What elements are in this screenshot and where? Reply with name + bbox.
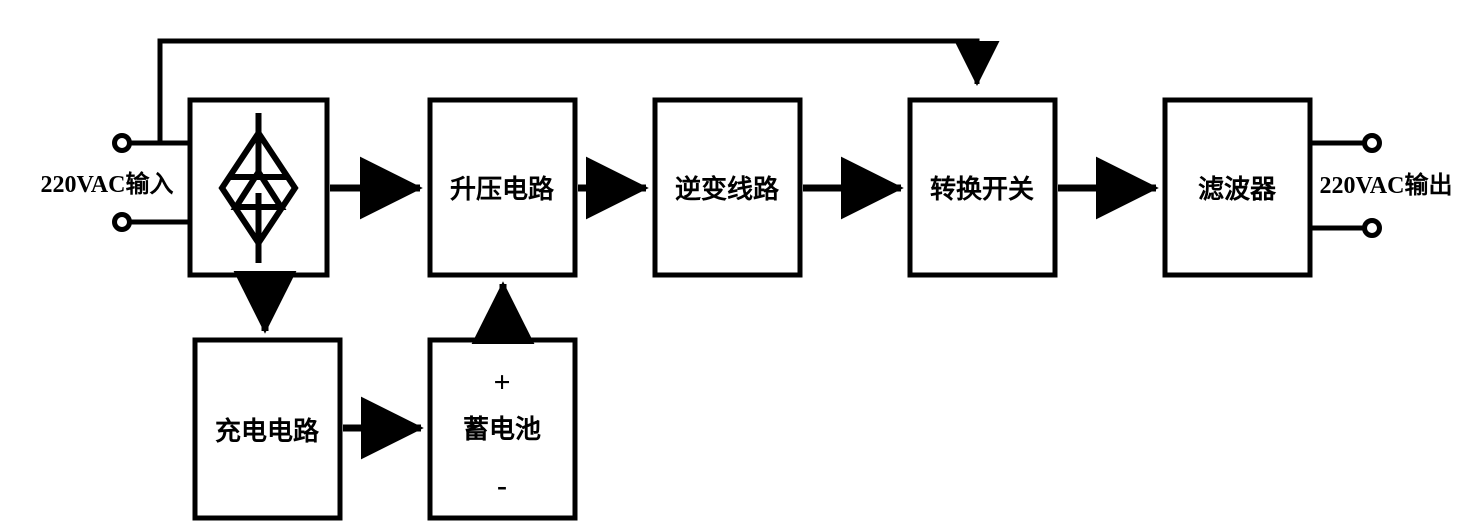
block-rect-inverter[interactable] xyxy=(652,97,803,278)
output-terminal-top[interactable] xyxy=(1362,133,1382,153)
battery-plus-symbol: + xyxy=(493,366,511,399)
bypass-feedback-line xyxy=(157,38,1000,143)
block-label-transfer-switch: 转换开关 xyxy=(929,175,1035,204)
bridge-rectifier-icon xyxy=(218,113,299,263)
block-label-inverter: 逆变线路 xyxy=(674,175,780,204)
block-rect-transfer-switch[interactable] xyxy=(907,97,1058,278)
block-label-boost: 升压电路 xyxy=(449,175,555,204)
block-rect-battery[interactable] xyxy=(427,337,578,521)
block-label-filter: 滤波器 xyxy=(1197,175,1277,204)
input-port-label: 220VAC输入 xyxy=(40,172,174,198)
block-label-battery: 蓄电池 xyxy=(462,415,542,444)
block-rect-filter[interactable] xyxy=(1162,97,1313,278)
output-terminal-bottom[interactable] xyxy=(1362,218,1382,238)
battery-minus-symbol: - xyxy=(497,469,507,502)
block-rect-boost[interactable] xyxy=(427,97,578,278)
output-port-label: 220VAC输出 xyxy=(1319,173,1453,199)
input-terminal-top[interactable] xyxy=(112,133,132,153)
input-terminal-bottom[interactable] xyxy=(112,212,132,232)
block-label-charger: 充电电路 xyxy=(214,417,320,446)
block-rect-charger[interactable] xyxy=(192,337,343,521)
